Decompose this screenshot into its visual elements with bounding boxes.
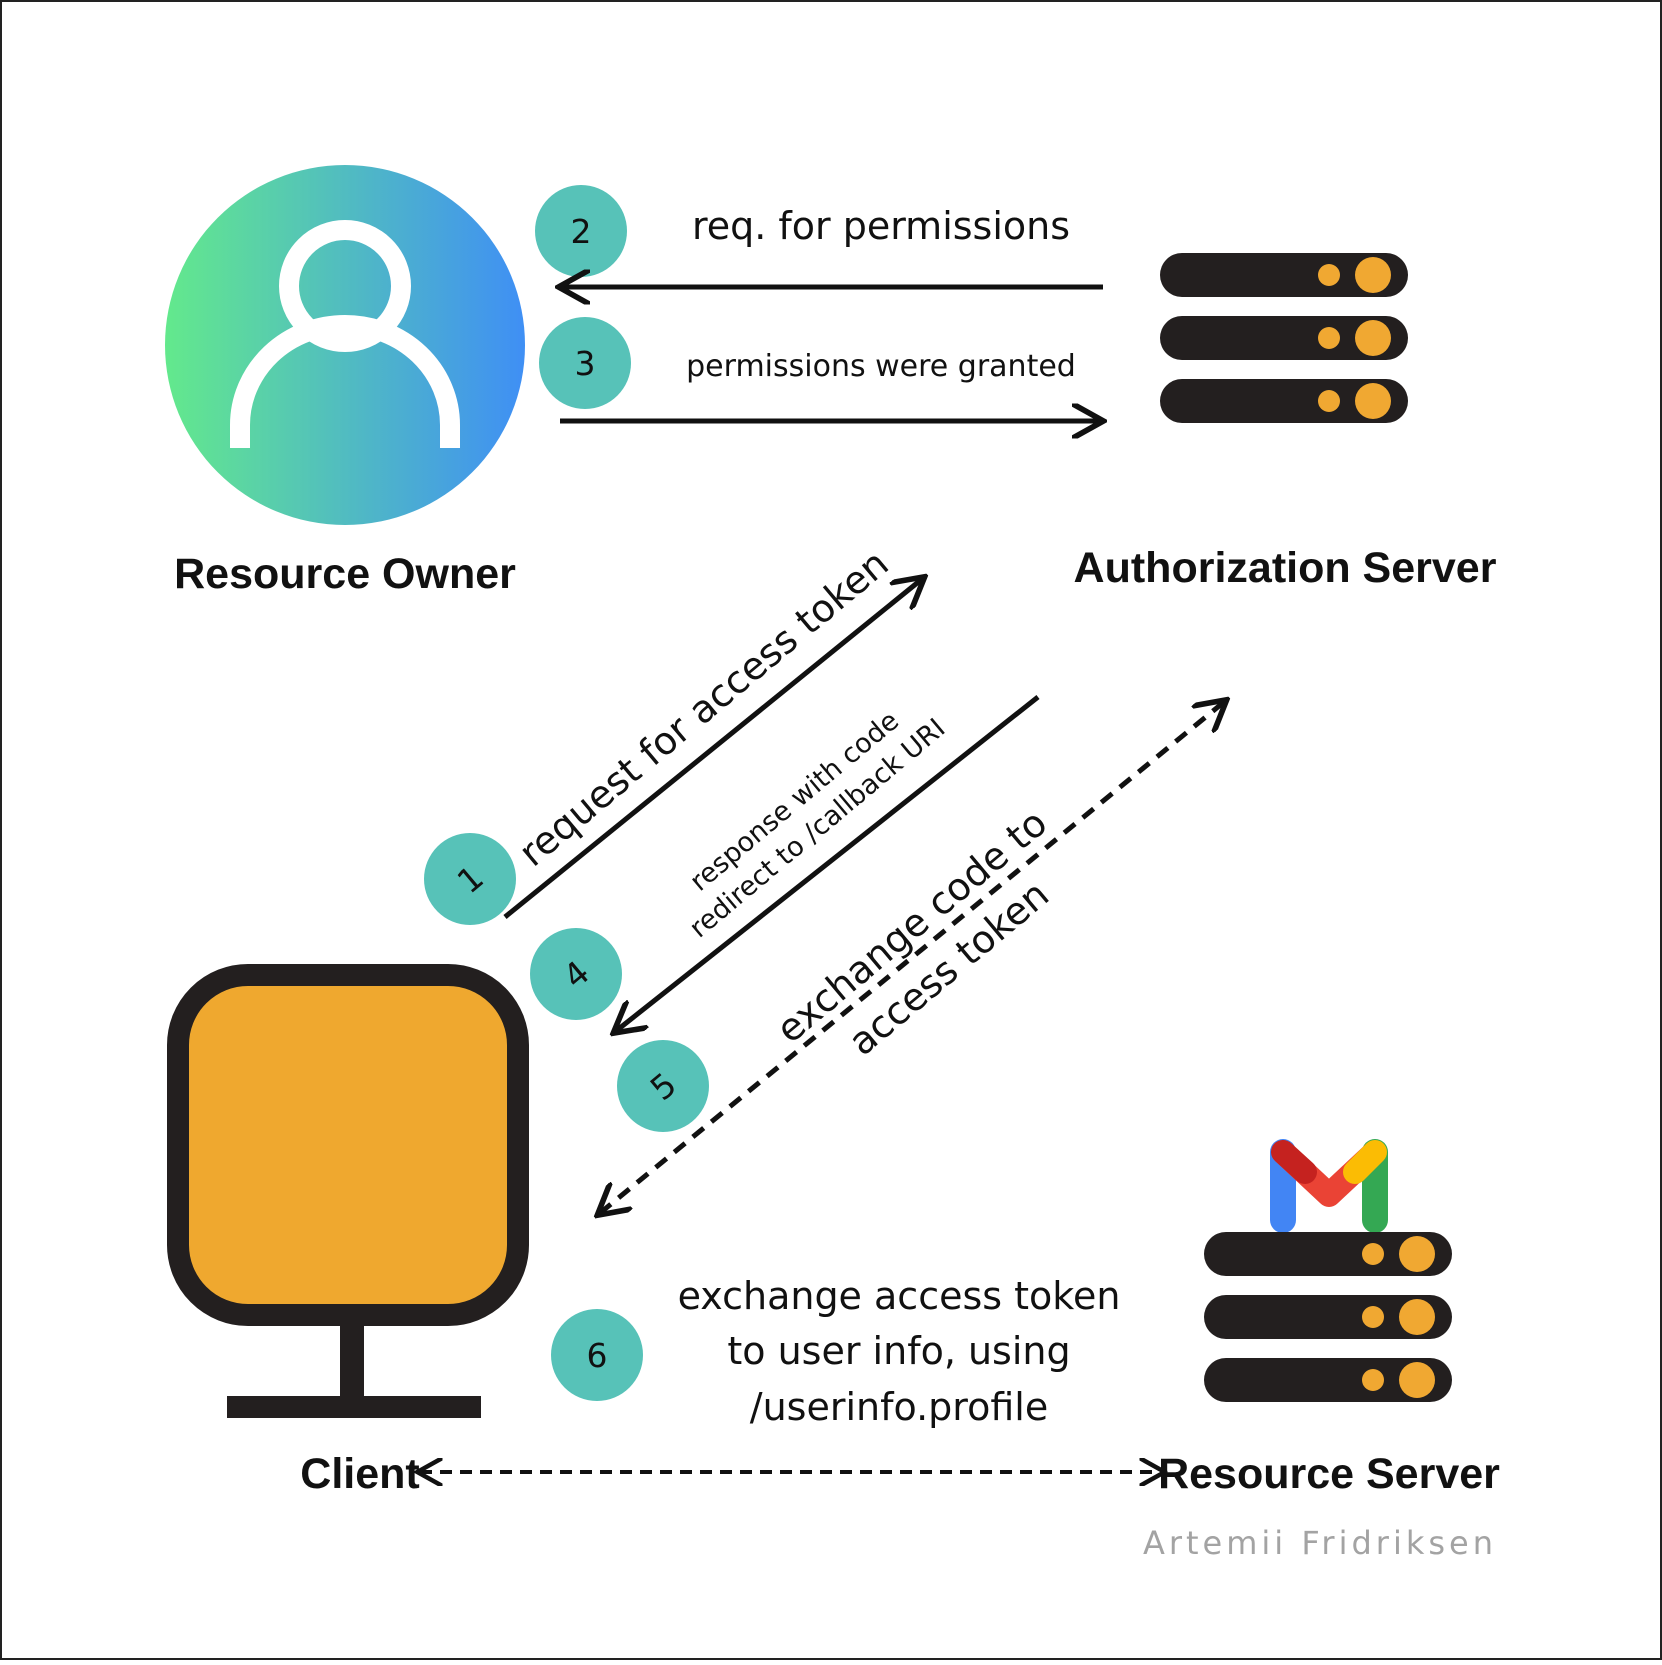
step-2-label: req. for permissions xyxy=(692,204,1070,248)
resource-owner-label: Resource Owner xyxy=(174,550,516,598)
step-3-number: 3 xyxy=(575,344,596,383)
step-5-arrow xyxy=(600,702,1224,1213)
step-3-badge xyxy=(539,317,631,409)
resource-server-label: Resource Server xyxy=(1158,1450,1500,1498)
step-2-number: 2 xyxy=(571,212,592,251)
step-1-badge xyxy=(424,833,516,925)
client-label: Client xyxy=(300,1450,419,1498)
gmail-server-icon xyxy=(1204,1139,1452,1402)
step-2-badge xyxy=(535,185,627,277)
step-6-label-line2: to user info, using xyxy=(727,1329,1070,1373)
authorization-server-label: Authorization Server xyxy=(1074,544,1497,592)
monitor-icon xyxy=(167,964,529,1418)
step-6-label-line1: exchange access token xyxy=(678,1274,1121,1318)
step-6-number: 6 xyxy=(587,1336,608,1375)
user-avatar-icon xyxy=(165,165,525,525)
server-rack-icon xyxy=(1160,253,1408,423)
step-6-badge xyxy=(551,1309,643,1401)
step-6-label-line3: /userinfo.profile xyxy=(750,1385,1048,1429)
step-3-label: permissions were granted xyxy=(686,349,1076,384)
gmail-logo-icon xyxy=(1270,1139,1388,1233)
author-credit: Artemii Fridriksen xyxy=(1143,1524,1497,1562)
